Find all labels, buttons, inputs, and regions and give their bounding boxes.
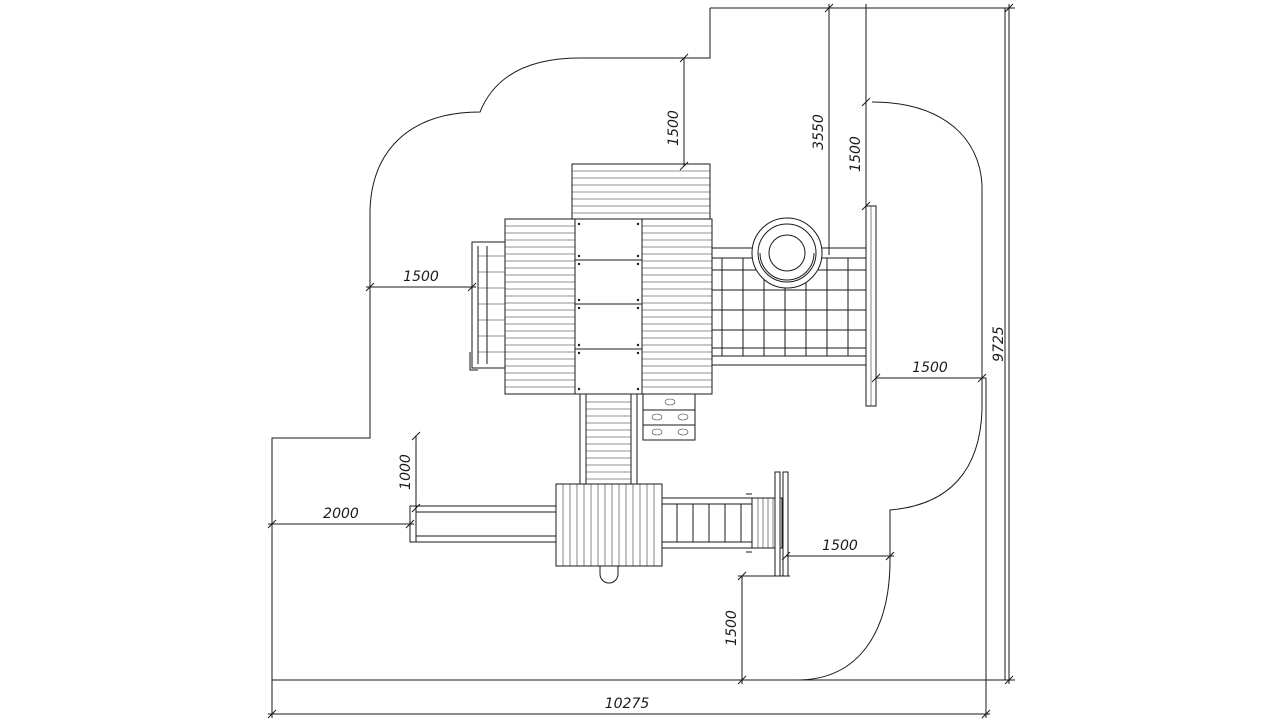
climbing-net-bridge <box>711 205 877 407</box>
tower-center-panels <box>574 218 643 395</box>
dim-right-top-clearance: 1500 <box>848 136 864 172</box>
tower-left-planks <box>505 225 575 388</box>
left-slide <box>409 505 557 543</box>
right-ladder <box>661 471 789 577</box>
dim-total-width: 10275 <box>605 696 650 712</box>
main-tower <box>504 218 713 395</box>
top-roof-deck <box>571 163 711 220</box>
dim-bottom-clearance: 1500 <box>724 610 740 646</box>
dim-bottom-right-clearance: 1500 <box>822 538 858 554</box>
vertical-walkway <box>579 393 638 485</box>
dim-total-height: 9725 <box>991 326 1007 362</box>
dim-right-clearance: 1500 <box>912 360 948 376</box>
dim-slide-to-boundary: 3550 <box>811 114 827 150</box>
dim-top-clearance: 1500 <box>666 110 682 146</box>
tube-slide-top <box>751 217 823 289</box>
tower-right-planks <box>642 225 712 388</box>
left-balcony <box>469 241 506 371</box>
lower-platform <box>555 483 663 584</box>
side-steps-block <box>642 393 696 441</box>
dimension-lines <box>267 3 1015 719</box>
dim-lower-left-width: 2000 <box>323 506 359 522</box>
dim-left-clearance: 1500 <box>403 269 439 285</box>
dim-lower-left-offset: 1000 <box>398 454 414 490</box>
